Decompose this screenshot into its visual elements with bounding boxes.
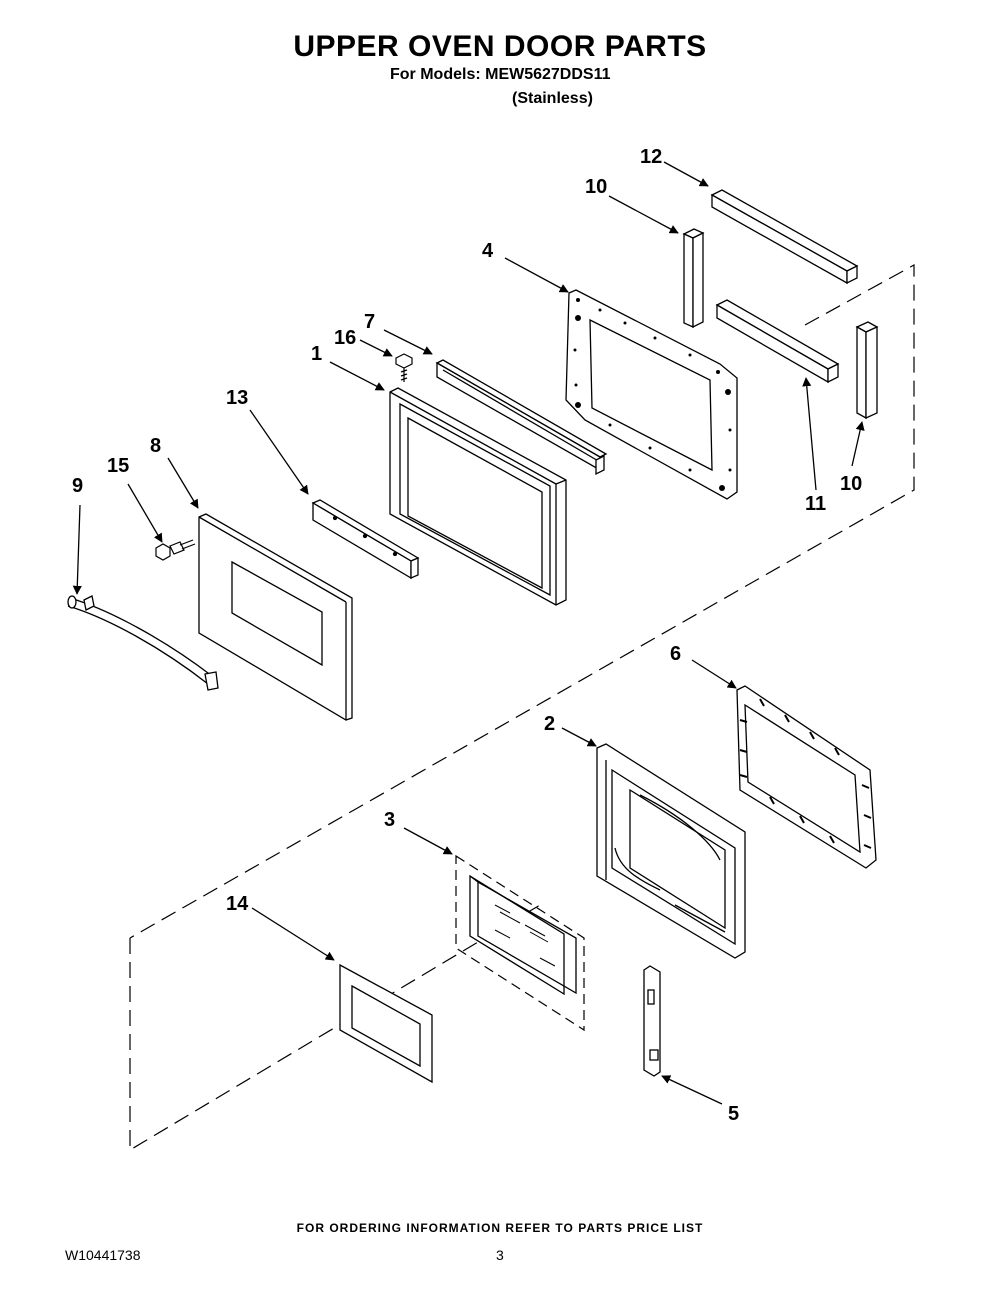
part-10-spacer-block-lower — [855, 321, 879, 420]
part-5-hinge-channel — [643, 965, 661, 1077]
callout-1: 1 — [311, 343, 322, 365]
callout-15: 15 — [107, 455, 129, 477]
callout-10-lower: 10 — [840, 473, 862, 495]
callout-12: 12 — [640, 146, 662, 168]
part-8-outer-door-panel — [198, 513, 353, 721]
page-title: UPPER OVEN DOOR PARTS — [293, 30, 707, 63]
part-11-insulation-bar — [715, 299, 840, 384]
callout-7: 7 — [364, 311, 375, 333]
part-12-insulation-bar — [710, 189, 859, 285]
part-10-spacer-block-upper — [682, 228, 705, 329]
callout-9: 9 — [72, 475, 83, 497]
callout-8: 8 — [150, 435, 161, 457]
callout-4: 4 — [482, 240, 494, 262]
part-1-door-frame — [389, 387, 567, 606]
callout-16: 16 — [334, 327, 356, 349]
part-16-screw — [395, 353, 413, 382]
callout-2: 2 — [544, 713, 555, 735]
ordering-note: FOR ORDERING INFORMATION REFER TO PARTS … — [296, 1221, 704, 1235]
document-number: W10441738 — [65, 1247, 141, 1263]
part-14-window-trim — [339, 963, 433, 1084]
callout-6: 6 — [670, 643, 681, 665]
part-15-screw — [155, 539, 196, 561]
callout-10-upper: 10 — [585, 176, 607, 198]
part-2-door-liner — [596, 743, 746, 959]
part-6-door-gasket — [736, 685, 877, 869]
dashed-boundary-upper — [129, 263, 915, 1152]
part-4-inner-door-panel — [565, 289, 738, 500]
callout-11: 11 — [805, 493, 826, 515]
callout-14: 14 — [226, 893, 249, 915]
callout-3: 3 — [384, 809, 395, 831]
leader-lines — [72, 161, 865, 1105]
page-number: 3 — [496, 1247, 504, 1263]
models-line: For Models: MEW5627DDS11 — [390, 66, 611, 83]
part-7-top-channel — [435, 359, 608, 476]
callout-13: 13 — [226, 387, 248, 409]
callout-5: 5 — [728, 1103, 739, 1125]
variant-label: (Stainless) — [512, 90, 593, 107]
part-9-door-handle — [67, 595, 219, 691]
part-3-window-glass-assembly — [455, 854, 585, 1032]
part-13-bracket — [311, 499, 420, 580]
